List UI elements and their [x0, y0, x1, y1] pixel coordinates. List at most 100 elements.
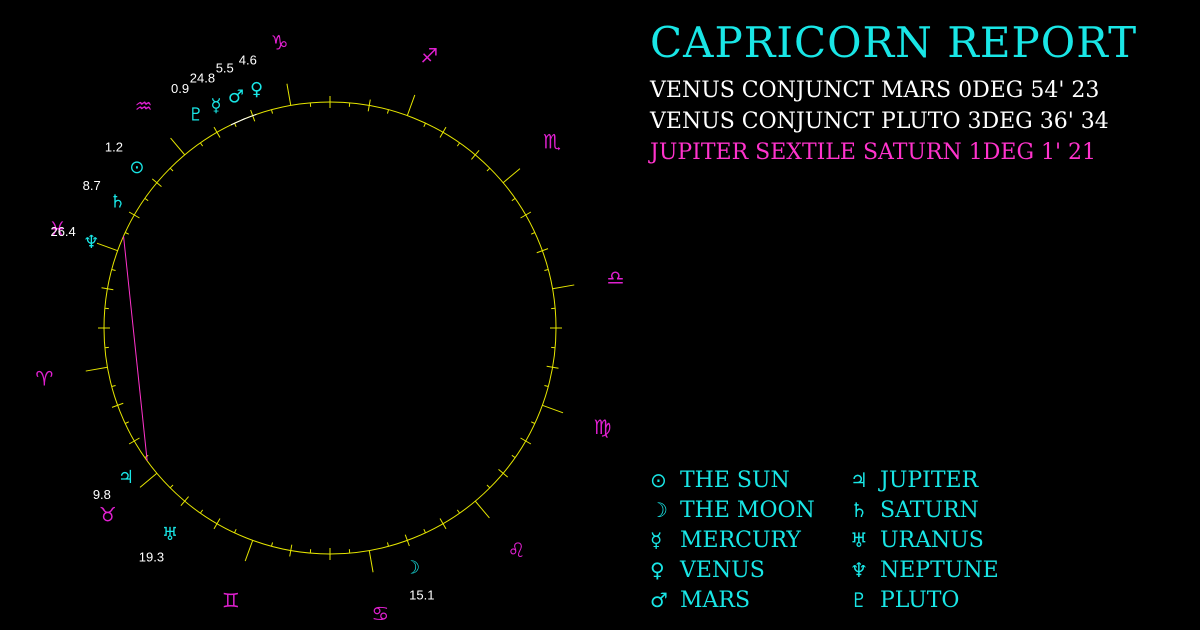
degree-tick: [124, 421, 130, 424]
degree-tick: [368, 550, 374, 573]
virgo-sign-icon: ♍: [594, 415, 612, 439]
degree-tick: [286, 83, 292, 106]
mercury-icon: ☿: [211, 95, 222, 116]
degree-tick: [271, 542, 274, 547]
pluto-icon: ♇: [188, 104, 204, 125]
pisces-sign-icon: ♓: [49, 217, 67, 241]
degree-tick: [169, 484, 174, 489]
legend-item-jupiter: ♃JUPITER: [850, 468, 979, 493]
neptune-degree-label: 26.4: [50, 224, 75, 239]
degree-tick: [96, 242, 118, 252]
aspect-lines: [123, 113, 257, 461]
legend-item-uranus: ♅URANUS: [850, 528, 984, 553]
degree-tick: [474, 500, 490, 519]
degree-tick: [542, 404, 564, 414]
uranus-icon: ♅: [850, 528, 868, 552]
aspect-line: [123, 236, 148, 461]
legend-item-pluto: ♇PLUTO: [850, 588, 960, 613]
degree-tick: [486, 484, 491, 489]
degree-tick: [139, 472, 158, 488]
jupiter-icon: ♃: [850, 468, 868, 492]
degree-tick: [502, 168, 521, 184]
saturn-icon: ♄: [109, 191, 125, 212]
mars-icon: ♂: [228, 86, 244, 107]
uranus-icon: ♅: [162, 524, 178, 545]
degree-tick: [486, 167, 491, 172]
degree-tick: [199, 142, 204, 147]
pluto-degree-label: 0.9: [171, 81, 189, 96]
sun-icon: ⊙: [129, 157, 144, 178]
legend-item-mars: ♂MARS: [650, 588, 751, 613]
aspect-line-2: VENUS CONJUNCT PLUTO 3DEG 36' 34: [650, 109, 1109, 134]
neptune-icon: ♆: [850, 558, 868, 582]
zodiac-wheel: ♑♐♏♎♍♌♋♊♉♈♓♒ ♇0.9☿24.8♂5.5♀4.6⊙1.2♄8.7♆2…: [35, 30, 624, 625]
capricorn-sign-icon: ♑: [271, 30, 289, 54]
degree-tick: [544, 384, 549, 387]
degree-tick: [199, 509, 204, 514]
degree-tick: [406, 94, 416, 116]
degree-tick: [456, 142, 461, 147]
scorpio-sign-icon: ♏: [543, 130, 561, 154]
cancer-sign-icon: ♋: [371, 602, 389, 626]
neptune-icon: ♆: [83, 232, 99, 253]
wheel-circle: [103, 101, 557, 555]
venus-degree-label: 4.6: [239, 52, 257, 67]
aries-sign-icon: ♈: [35, 366, 53, 390]
legend-item-mercury: ☿MERCURY: [650, 528, 801, 553]
degree-tick: [170, 137, 186, 156]
sign-glyphs: ♑ ♐ ♏ ♎ ♍ ♌ ♋ ♊ ♉ ♈ ♓ ♒: [35, 30, 624, 625]
degree-tick: [234, 528, 237, 534]
moon-degree-label: 15.1: [409, 588, 434, 603]
degree-tick: [552, 284, 575, 290]
legend-item-sun: ⊙THE SUN: [650, 468, 790, 493]
aquarius-sign-icon: ♒: [135, 94, 153, 118]
planet-glyphs: ♇0.9☿24.8♂5.5♀4.6⊙1.2♄8.7♆26.4♃9.8♅19.3☽…: [50, 52, 434, 602]
degree-tick: [244, 540, 254, 562]
gemini-sign-icon: ♊: [222, 589, 240, 613]
degree-tick: [271, 109, 274, 114]
saturn-degree-label: 8.7: [83, 178, 101, 193]
degree-ticks: [85, 83, 575, 573]
legend-item-moon: ☽THE MOON: [650, 498, 815, 523]
libra-sign-icon: ♎: [607, 266, 625, 290]
degree-tick: [530, 232, 536, 235]
mars-icon: ♂: [650, 588, 668, 612]
degree-tick: [111, 384, 116, 387]
mercury-degree-label: 24.8: [190, 71, 215, 86]
degree-tick: [124, 232, 130, 235]
degree-tick: [544, 269, 549, 272]
saturn-icon: ♄: [850, 498, 868, 522]
pluto-icon: ♇: [850, 588, 868, 612]
taurus-sign-icon: ♉: [99, 502, 117, 526]
uranus-degree-label: 19.3: [139, 550, 164, 565]
degree-tick: [85, 366, 108, 372]
sagittarius-sign-icon: ♐: [420, 43, 438, 67]
legend-item-neptune: ♆NEPTUNE: [850, 558, 999, 583]
degree-tick: [456, 509, 461, 514]
jupiter-icon: ♃: [118, 467, 134, 488]
degree-tick: [511, 454, 516, 459]
leo-sign-icon: ♌: [507, 538, 525, 562]
aspect-line-3: JUPITER SEXTILE SATURN 1DEG 1' 21: [650, 140, 1097, 165]
degree-tick: [169, 167, 174, 172]
degree-tick: [144, 197, 149, 202]
degree-tick: [530, 421, 536, 424]
venus-icon: ♀: [250, 79, 263, 100]
sun-icon: ⊙: [650, 468, 667, 492]
aspect-line-1: VENUS CONJUNCT MARS 0DEG 54' 23: [650, 78, 1100, 103]
mars-degree-label: 5.5: [216, 60, 234, 75]
mercury-icon: ☿: [650, 528, 663, 552]
degree-tick: [423, 528, 426, 534]
degree-tick: [386, 109, 389, 114]
venus-icon: ♀: [650, 558, 665, 582]
aspect-line: [241, 113, 257, 121]
degree-tick: [111, 269, 116, 272]
degree-tick: [511, 197, 516, 202]
moon-icon: ☽: [650, 498, 668, 522]
degree-tick: [386, 542, 389, 547]
legend-item-venus: ♀VENUS: [650, 558, 765, 583]
legend-item-saturn: ♄SATURN: [850, 498, 979, 523]
degree-tick: [234, 122, 237, 128]
moon-icon: ☽: [404, 557, 420, 578]
report-title: CAPRICORN REPORT: [650, 18, 1138, 67]
